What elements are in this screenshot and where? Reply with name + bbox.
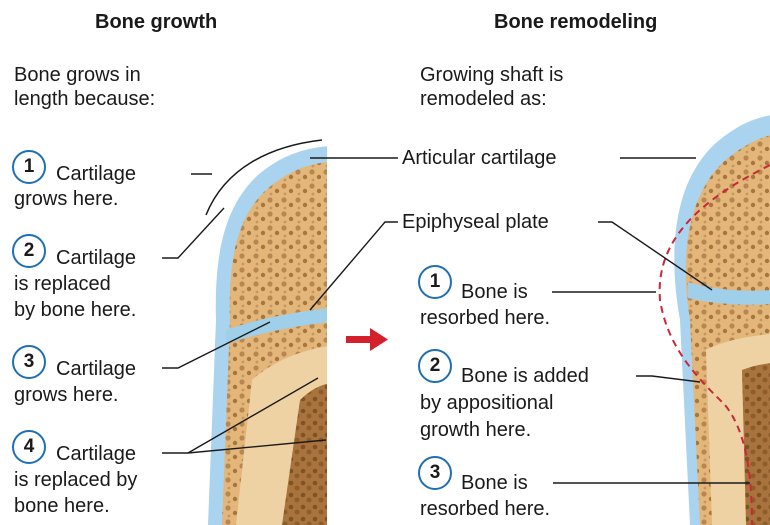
remodeling-step-3-line2: resorbed here. [420, 497, 550, 521]
growth-step-1-number: 1 [12, 150, 46, 184]
growth-step-2-line2: is replaced [14, 272, 111, 296]
growth-step-2-line3: by bone here. [14, 298, 136, 322]
remodeling-step-2-line3: growth here. [420, 418, 531, 442]
growth-step-3-number: 3 [12, 345, 46, 379]
remodeling-step-2-line1: Bone is added [461, 364, 589, 388]
growth-step-4-line2: is replaced by [14, 468, 137, 492]
bone-remodeling-heading: Bone remodeling [494, 10, 657, 34]
remodeling-step-2-number: 2 [418, 349, 452, 383]
right-marrow-cavity [742, 363, 770, 525]
remodeling-step-3-number: 3 [418, 456, 452, 490]
growth-intro-line1: Bone grows in [14, 63, 141, 87]
growth-step-1-line1: Cartilage [56, 162, 136, 186]
growth-step-4-number: 4 [12, 430, 46, 464]
articular-cartilage-label: Articular cartilage [402, 146, 557, 170]
growth-step-2-line1: Cartilage [56, 246, 136, 270]
epiphyseal-plate-label: Epiphyseal plate [402, 210, 549, 234]
red-arrow [346, 328, 388, 351]
left-bone [208, 146, 330, 525]
remodeling-intro-line1: Growing shaft is [420, 63, 563, 87]
remodeling-step-1-line1: Bone is [461, 280, 528, 304]
growth-step-4-line1: Cartilage [56, 442, 136, 466]
growth-step-3-line2: grows here. [14, 383, 119, 407]
growth-intro-line2: length because: [14, 87, 155, 111]
growth-step-3-line1: Cartilage [56, 357, 136, 381]
growth-step-1-line2: grows here. [14, 187, 119, 211]
remodeling-step-3-line1: Bone is [461, 471, 528, 495]
remodeling-step-1-line2: resorbed here. [420, 306, 550, 330]
growth-step-4-line3: bone here. [14, 494, 110, 518]
remodeling-step-2-line2: by appositional [420, 391, 553, 415]
right-bone [674, 115, 770, 525]
remodeling-step-1-number: 1 [418, 265, 452, 299]
growth-step-2-number: 2 [12, 234, 46, 268]
bone-growth-heading: Bone growth [95, 10, 217, 34]
remodeling-intro-line2: remodeled as: [420, 87, 547, 111]
